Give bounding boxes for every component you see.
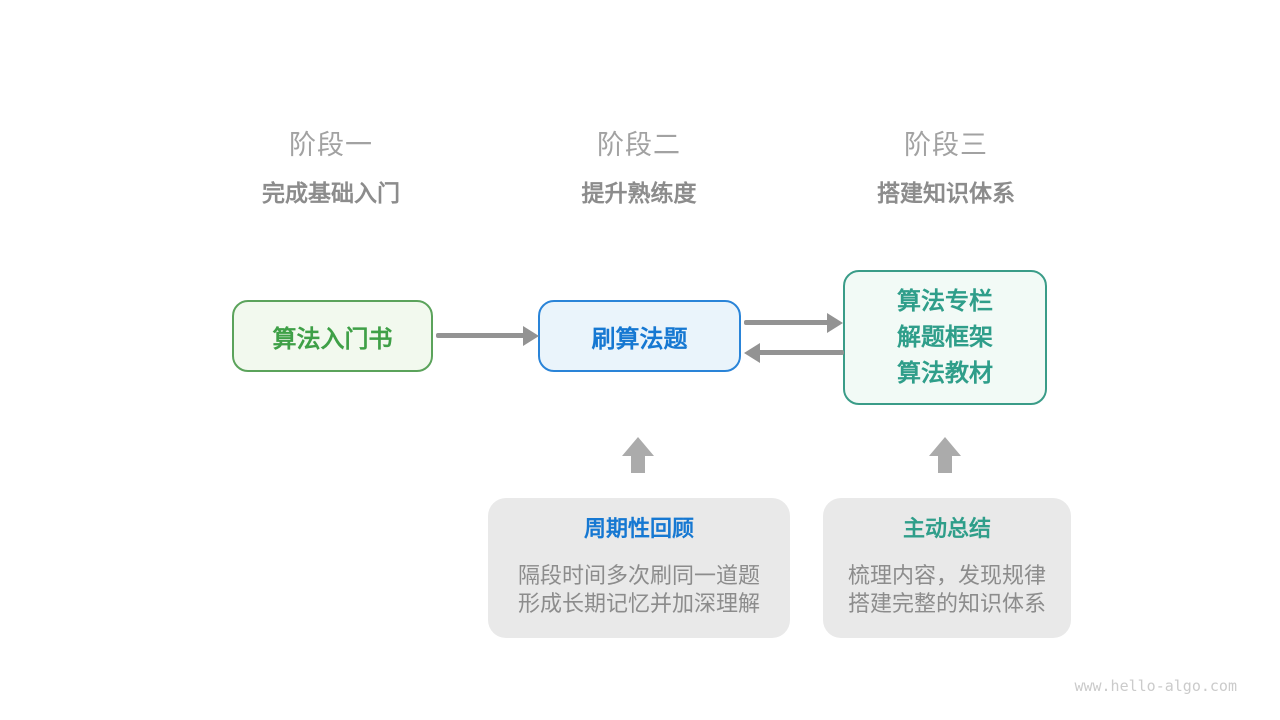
note-active-summary-body: 梳理内容，发现规律 搭建完整的知识体系 [823,562,1071,618]
up-arrow-summary-icon [929,437,961,473]
node-practice-label: 刷算法题 [591,325,688,353]
node-resources-line2: 解题框架 [897,323,993,351]
arrow-left-head-icon [744,343,760,363]
arrow-shaft [744,320,830,325]
note-periodic-review: 周期性回顾 隔段时间多次刷同一道题 形成长期记忆并加深理解 [488,498,790,638]
node-resources: 算法专栏 解题框架 算法教材 [843,270,1047,405]
node-resources-line3: 算法教材 [897,359,993,387]
note-line: 隔段时间多次刷同一道题 [517,563,760,588]
arrow-right-head-icon [523,326,539,346]
note-line: 梳理内容，发现规律 [847,563,1046,588]
note-active-summary: 主动总结 梳理内容，发现规律 搭建完整的知识体系 [823,498,1071,638]
arrow-shaft [758,350,844,355]
stage1-label: 阶段一 [289,130,373,160]
note-active-summary-title: 主动总结 [902,516,991,541]
node-intro-book: 算法入门书 [232,300,433,372]
note-line: 搭建完整的知识体系 [847,591,1046,616]
node-practice: 刷算法题 [538,300,741,372]
stage3-label: 阶段三 [904,130,988,160]
stage2-subtitle: 提升熟练度 [581,180,697,206]
arrow-right-head-icon [827,313,843,333]
stage1-subtitle: 完成基础入门 [262,180,400,206]
stage2-label: 阶段二 [597,130,681,160]
node-intro-book-label: 算法入门书 [272,325,393,353]
node-resources-line1: 算法专栏 [897,287,993,315]
arrow-shaft [436,333,526,338]
note-periodic-review-title: 周期性回顾 [583,516,694,541]
stage3-subtitle: 搭建知识体系 [877,180,1015,206]
up-arrow-review-icon [622,437,654,473]
note-line: 形成长期记忆并加深理解 [517,591,760,616]
note-periodic-review-body: 隔段时间多次刷同一道题 形成长期记忆并加深理解 [488,562,790,618]
watermark: www.hello-algo.com [1074,677,1237,695]
